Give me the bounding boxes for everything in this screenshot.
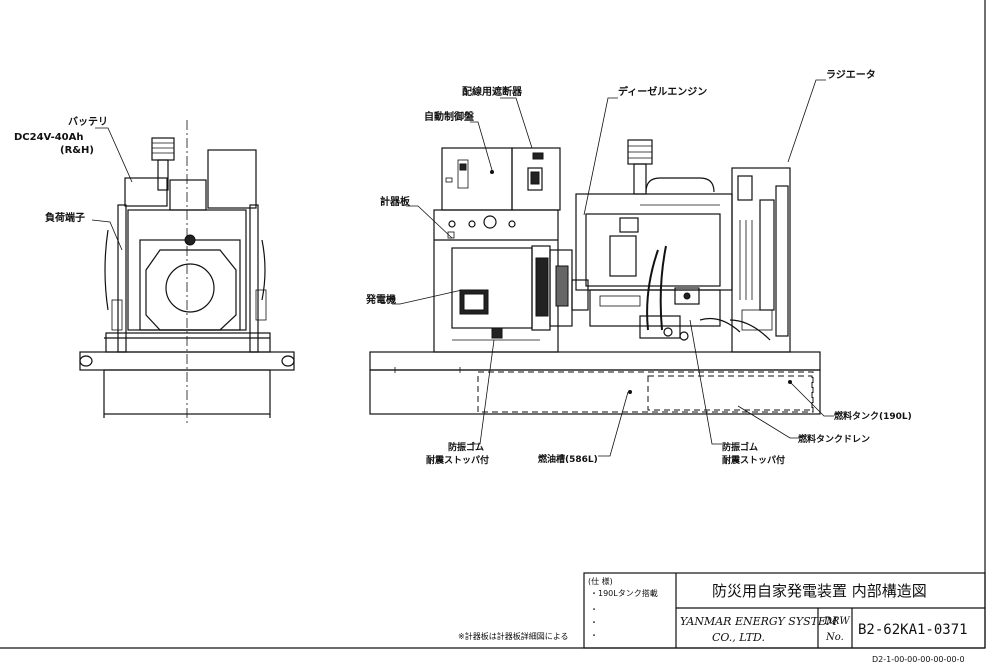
side-view-base — [369, 351, 821, 371]
battery-label: バッテリ — [68, 116, 108, 128]
breaker-label: 配線用遮断器 — [462, 85, 523, 98]
vibration-rubber-right-label-1: 防振ゴム — [722, 441, 758, 453]
drw-label-2: No. — [825, 632, 844, 643]
end-view-labels: バッテリ DC24V-40Ah (R&H) 負荷端子 — [14, 116, 133, 251]
radiator-label: ラジエータ — [826, 69, 876, 81]
end-view — [79, 120, 295, 425]
svg-text:・: ・ — [590, 631, 598, 640]
fuel-tank-drain-label: 燃料タンクドレン — [798, 433, 870, 445]
load-terminal-label: 負荷端子 — [45, 211, 85, 224]
fuel-tank-outline — [477, 371, 814, 413]
generator — [451, 247, 533, 329]
spec-header: (仕 様) — [588, 576, 613, 586]
fuel-tank-label: 燃料タンク(190L) — [834, 410, 912, 422]
end-view-control-box — [207, 149, 257, 209]
drawing-title: 防災用自家発電装置 内部構造図 — [712, 582, 927, 600]
battery-note-label: (R&H) — [60, 145, 94, 156]
oil-base-tank — [369, 369, 821, 415]
battery-spec-label: DC24V-40Ah — [14, 132, 84, 143]
diesel-engine-label: ディーゼルエンジン — [618, 85, 707, 98]
company-line-2: CO., LTD. — [712, 631, 765, 644]
radiator — [731, 167, 791, 353]
vibration-rubber-left-label-2: 耐震ストッパ付 — [426, 454, 489, 466]
side-view-labels: 配線用遮断器 自動制御盤 計器板 発電機 ディーゼルエンジン ラジエータ 燃料タ… — [365, 69, 912, 466]
drw-label-1: DRW — [823, 616, 850, 627]
oil-base-label: 燃油槽(586L) — [538, 453, 598, 465]
svg-text:・: ・ — [590, 618, 598, 627]
generator-label: 発電機 — [365, 293, 396, 306]
auto-control-panel-label: 自動制御盤 — [424, 110, 475, 123]
spec-item: ・190Lタンク搭載 — [590, 588, 658, 598]
diesel-engine — [575, 193, 733, 291]
instrument-panel-label: 計器板 — [380, 195, 411, 208]
end-view-battery — [124, 177, 168, 207]
side-view — [369, 139, 821, 415]
stamp-code: D2-1-00-00-00-00-00-0 — [872, 655, 965, 664]
vibration-rubber-right-label-2: 耐震ストッパ付 — [722, 454, 785, 466]
auto-control-panel — [441, 147, 513, 211]
footnote: ※計器板は計器板詳細図による — [458, 631, 568, 641]
drawing-number: B2-62KA1-0371 — [858, 622, 968, 638]
company-line-1: YANMAR ENERGY SYSTEM — [680, 615, 838, 628]
svg-text:・: ・ — [590, 605, 598, 614]
end-view-fan-hub — [165, 263, 215, 313]
title-block: (仕 様) ・190Lタンク搭載 ・ ・ ・ 防災用自家発電装置 内部構造図 Y… — [583, 572, 986, 649]
vibration-rubber-left-label-1: 防振ゴム — [448, 441, 484, 453]
